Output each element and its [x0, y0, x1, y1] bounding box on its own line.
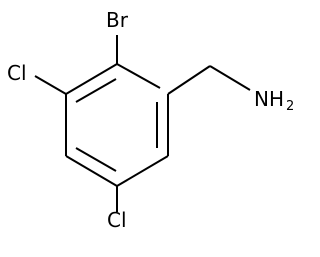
bond-c4-c5: [65, 155, 118, 187]
bond-ch2-n: [209, 65, 251, 91]
bond-c5-c6: [116, 155, 169, 187]
structure-drawing: Br Cl Cl NH 2: [7, 8, 294, 232]
bond-c1-ch2: [167, 65, 211, 95]
bond-c2-c3-inner: [75, 78, 117, 103]
bond-c3-cl: [34, 75, 67, 95]
bond-c4-c5-inner: [75, 147, 117, 172]
amine-label: NH: [254, 87, 284, 111]
bromine-label: Br: [106, 8, 129, 32]
amine-subscript: 2: [286, 99, 294, 114]
bond-c1-c2: [116, 63, 161, 89]
chlorine-label-left: Cl: [7, 61, 27, 85]
chlorine-label-bottom: Cl: [107, 208, 127, 232]
bond-c2-c3: [65, 63, 118, 95]
molecule-diagram: Br Cl Cl NH 2: [7, 8, 295, 232]
